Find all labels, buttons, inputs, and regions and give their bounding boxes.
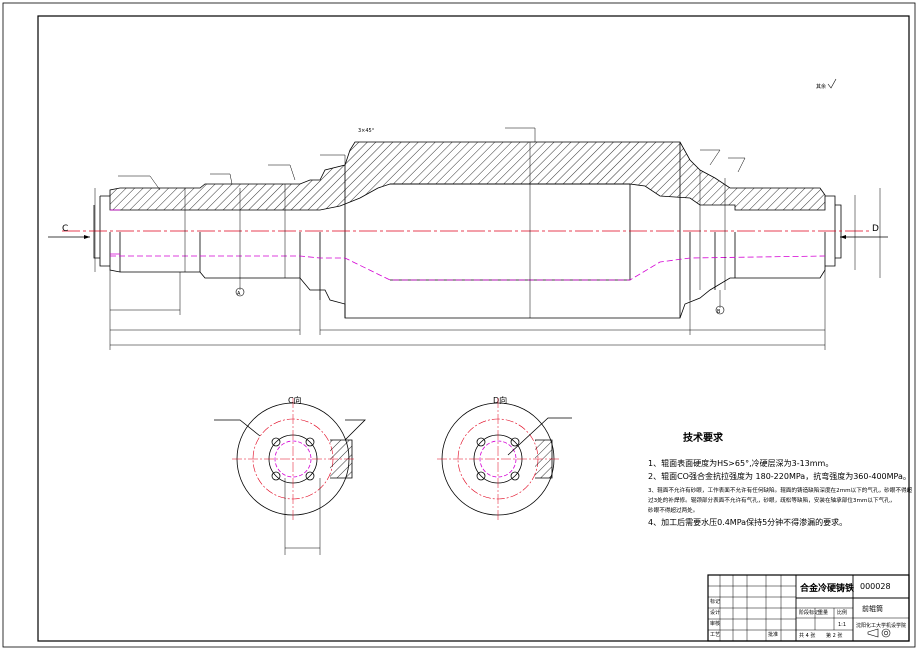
section-view-d: D向 — [437, 395, 572, 520]
hidden-bore — [110, 255, 826, 281]
section-arrow-c: C — [48, 224, 90, 239]
inner-border — [37, 15, 910, 642]
sheet-total: 共 4 张 — [799, 632, 815, 639]
detail-marker-b: B — [715, 305, 725, 315]
hidden-end — [110, 209, 120, 255]
title-block — [707, 574, 910, 642]
section-d-title: D向 — [493, 395, 507, 405]
projection-symbol-icon — [867, 628, 891, 638]
detail-marker-a: A — [235, 287, 245, 297]
dimensions — [94, 127, 881, 350]
label-stage: 阶段标记 — [799, 609, 819, 616]
tech-req-item-3c: 砂眼不得超过两处。 — [648, 506, 698, 514]
section-c-title: C向 — [288, 395, 302, 405]
label-scale: 比例 — [837, 609, 847, 616]
section-arrow-d: D — [840, 224, 888, 239]
chamfer-label: 3×45° — [358, 128, 375, 134]
section-label-d: D — [872, 224, 879, 234]
roughness-icon — [827, 78, 837, 89]
tech-req-item-2: 2、辊面CO强合金抗拉强度为 180-220MPa，抗弯强度为360-400MP… — [648, 471, 911, 481]
tech-req-item-3b: 过3处的补焊修。辊颈部分表面不允许有气孔，砂眼，疏松等缺陷，安装在轴承部位3mm… — [648, 496, 895, 504]
tech-req-item-1: 1、辊面表面硬度为HS>65°,冷硬层深为3-13mm。 — [648, 458, 833, 468]
section-view-c: C向 — [214, 395, 366, 555]
title-block-text: 合金冷硬铸铁 000028 前辊筒 阶段标记 重量 比例 1:1 共 4 张 第… — [710, 582, 906, 639]
svg-text:A: A — [237, 291, 241, 297]
row-mark: 标记 — [710, 598, 720, 605]
section-label-c: C — [62, 224, 68, 234]
technical-requirements: 技术要求 1、辊面表面硬度为HS>65°,冷硬层深为3-13mm。 2、辊面CO… — [648, 431, 913, 527]
surface-note-text: 其余 — [816, 83, 826, 90]
row-process: 工艺 — [710, 632, 720, 638]
sheet-number: 第 2 张 — [826, 632, 842, 639]
tech-req-item-4: 4、加工后需要水压0.4MPa保持5分钟不得渗漏的要求。 — [648, 517, 847, 527]
scale-value: 1:1 — [838, 622, 846, 628]
school-name: 沈阳化工大学机设学院 — [856, 622, 906, 629]
lower-outline — [109, 232, 826, 319]
row-design: 设计 — [710, 609, 720, 616]
drawing-number: 000028 — [860, 582, 891, 591]
part-name: 前辊筒 — [862, 604, 883, 613]
main-view — [93, 141, 842, 319]
tech-req-item-3: 3、辊面不允许有砂眼，工作表面不允许有任何缺陷。辊面的铸造缺陷深度在2mm以下的… — [648, 486, 913, 494]
material: 合金冷硬铸铁 — [800, 582, 854, 594]
row-review: 审核 — [710, 620, 720, 627]
label-approve: 批准 — [768, 631, 778, 638]
surface-note: 其余 — [816, 78, 837, 90]
label-weight: 重量 — [818, 609, 828, 616]
tech-req-heading: 技术要求 — [683, 431, 724, 444]
upper-section — [109, 141, 826, 211]
svg-text:B: B — [717, 309, 721, 315]
